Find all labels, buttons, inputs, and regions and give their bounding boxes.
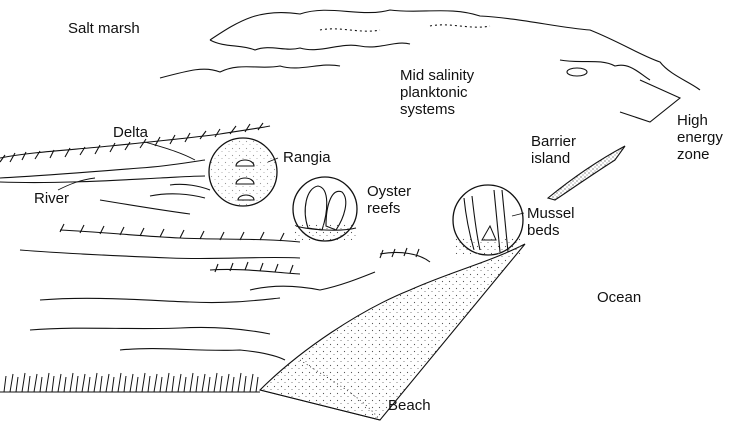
salt-marsh-shore [159,9,701,123]
label-rangia: Rangia [283,149,331,166]
label-river: River [34,190,70,207]
label-salt-marsh: Salt marsh [68,20,140,37]
label-beach: Beach [388,397,431,414]
barrier-island [546,145,626,201]
beach-grass [0,372,260,393]
label-high-energy-zone: High energy zone [677,112,723,163]
rangia-inset [208,137,278,207]
beach-wedge [258,243,526,421]
delta-marsh-bank [0,122,271,199]
leader-lines [57,141,525,217]
western-marsh-islands [19,199,431,361]
label-ocean: Ocean [597,289,642,306]
label-mid-salinity: Mid salinity planktonic systems [400,67,475,118]
label-oyster-reefs: Oyster reefs [367,183,412,217]
label-delta: Delta [113,124,149,141]
label-mussel-beds: Mussel beds [527,205,575,239]
oyster-inset [292,176,358,242]
label-barrier-island: Barrier island [531,133,577,167]
mussel-inset [452,184,524,256]
